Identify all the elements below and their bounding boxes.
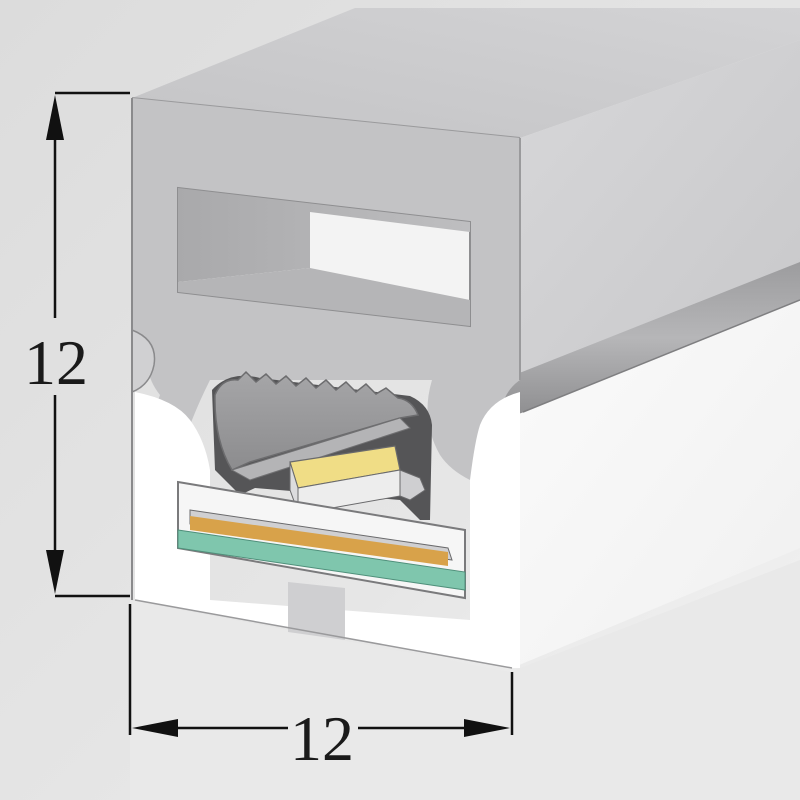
profile-top-face bbox=[132, 8, 800, 138]
ribbed-cap bbox=[214, 370, 420, 471]
height-dimension bbox=[46, 91, 130, 598]
profile-left-notch bbox=[131, 329, 156, 393]
profile-side-ridge bbox=[504, 262, 800, 415]
upper-hollow-channel-floor bbox=[178, 268, 470, 326]
width-dimension-label: 12 bbox=[290, 703, 354, 774]
copper-layer bbox=[190, 516, 448, 566]
pcb-green-base bbox=[177, 529, 466, 591]
center-support bbox=[288, 582, 345, 640]
height-dimension-label: 12 bbox=[24, 327, 88, 398]
floor-shadow bbox=[130, 560, 800, 800]
cap-plate bbox=[230, 417, 411, 481]
led-clip bbox=[399, 469, 426, 501]
upper-hollow-channel-depth bbox=[178, 188, 470, 282]
width-dimension bbox=[128, 604, 514, 737]
